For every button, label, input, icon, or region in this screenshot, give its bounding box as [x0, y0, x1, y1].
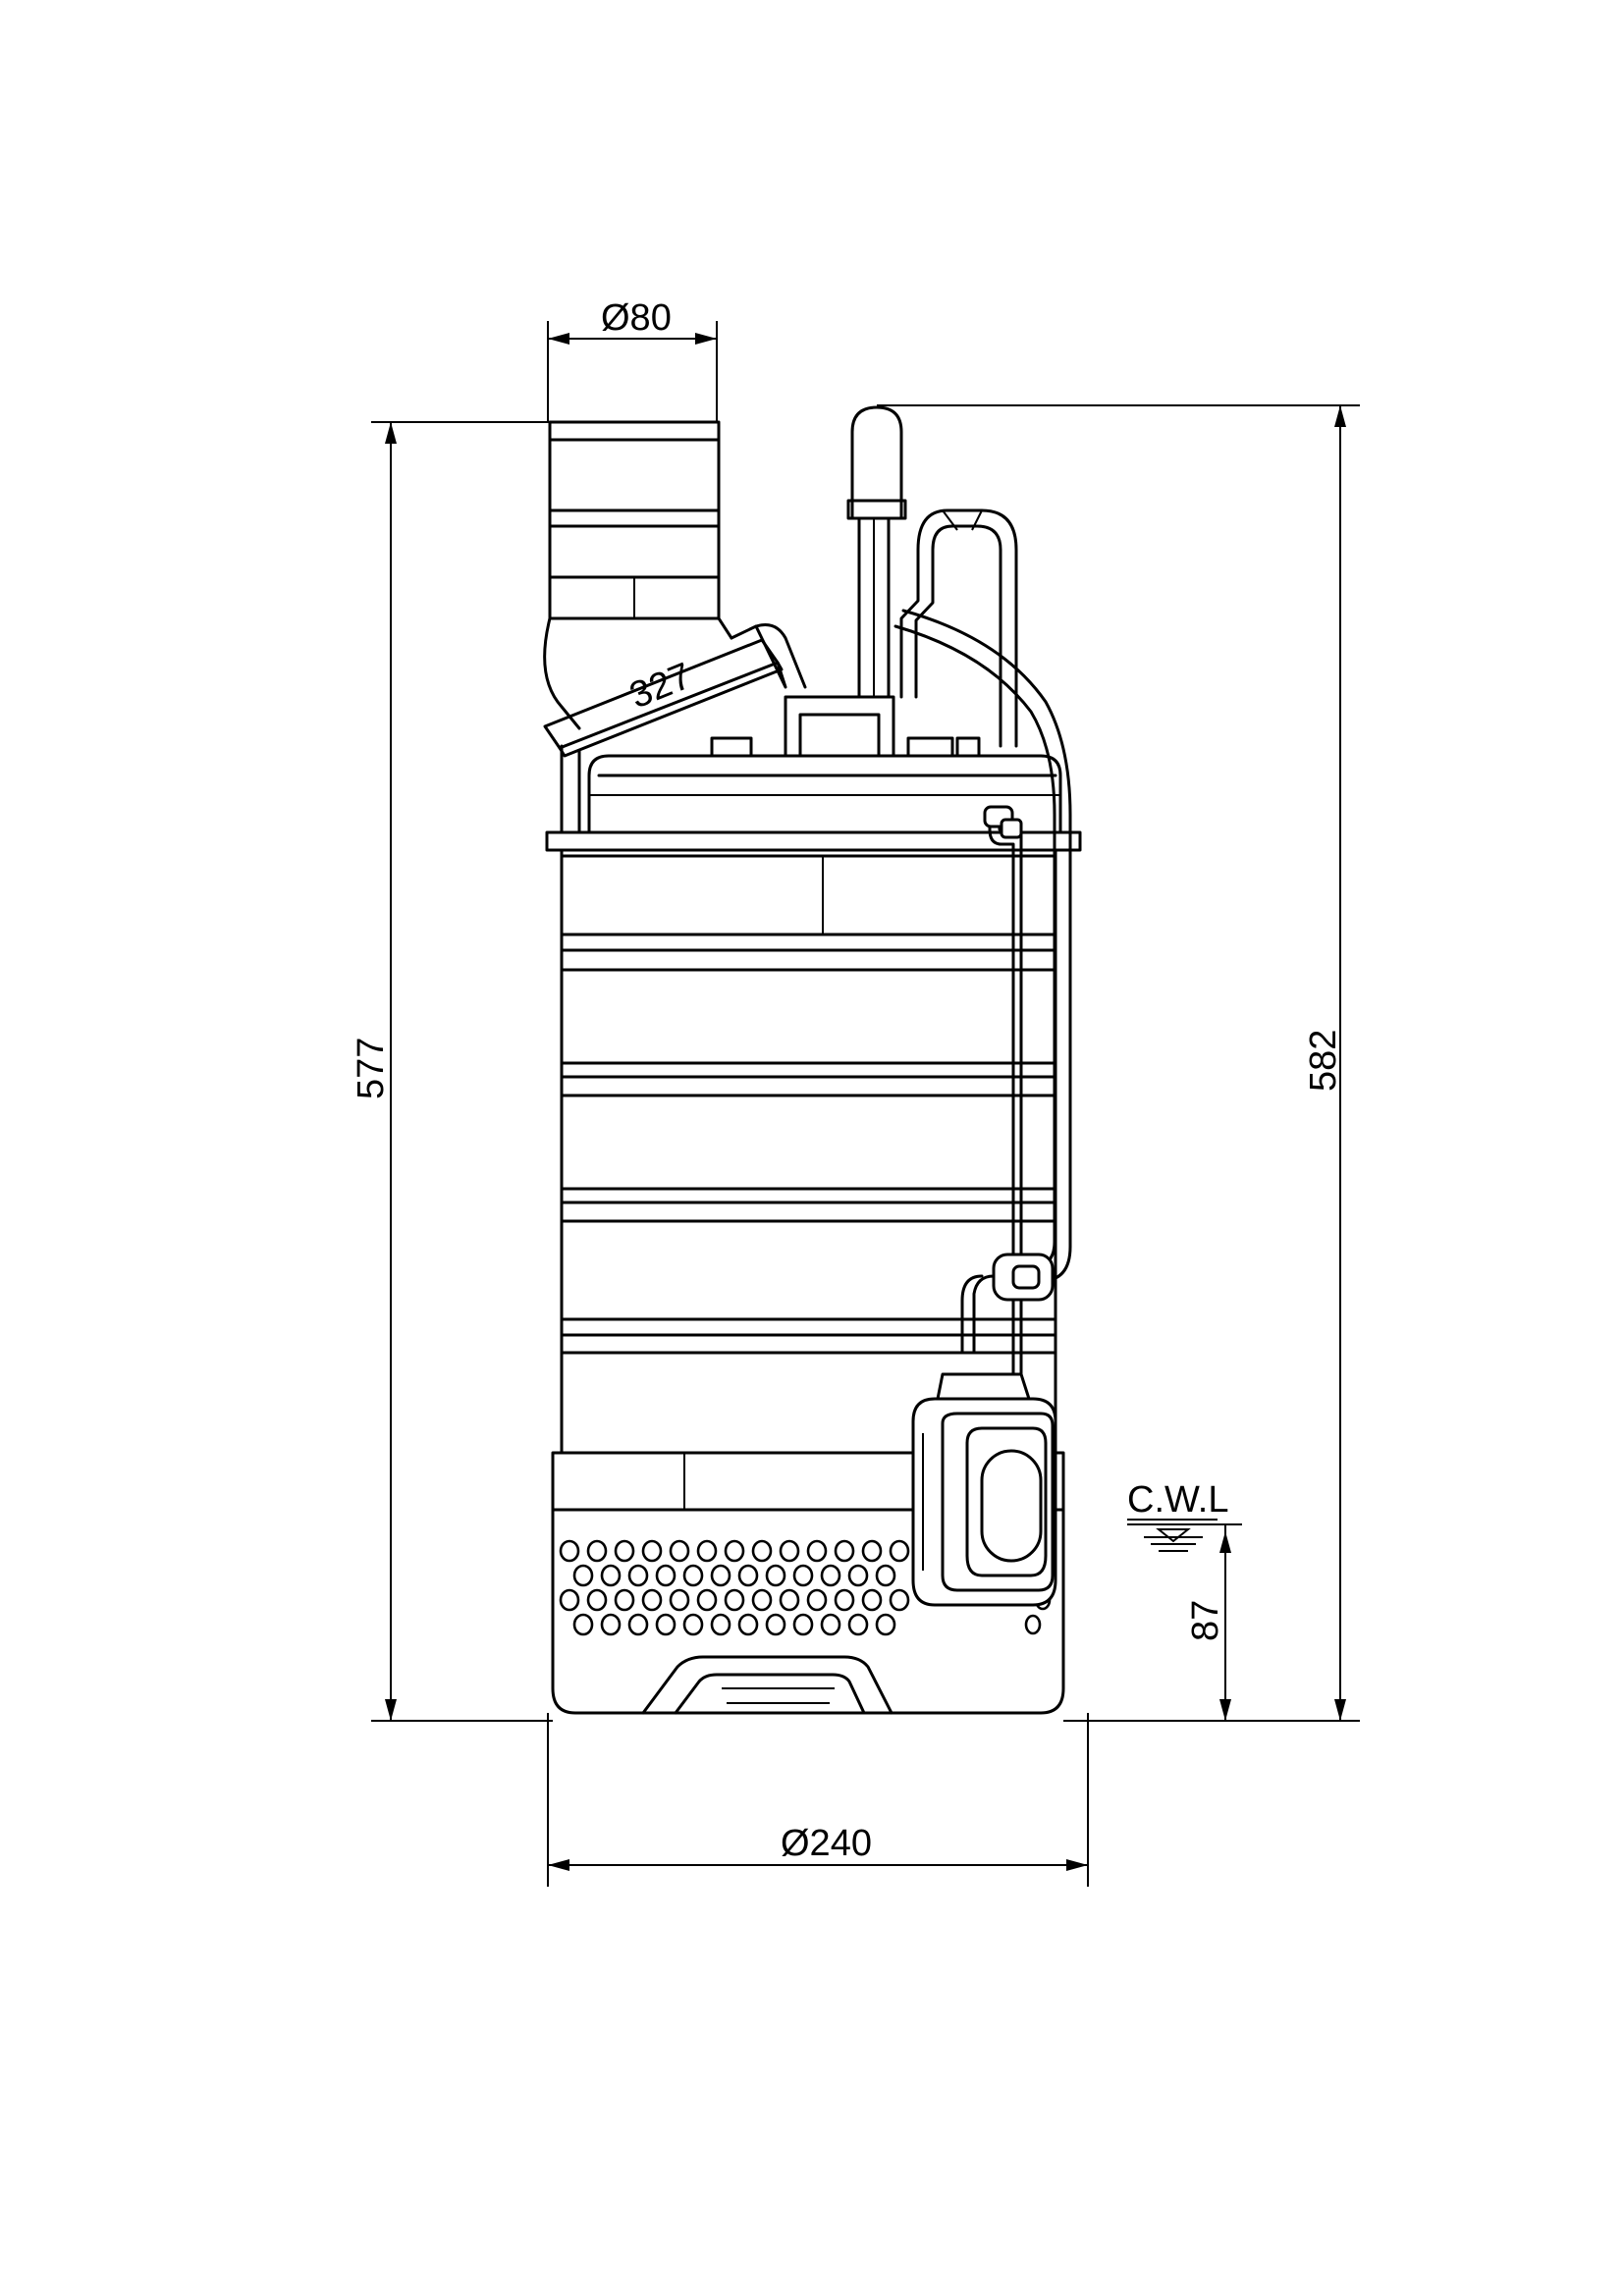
strainer-hole [875, 1564, 896, 1587]
strainer-hole [559, 1588, 580, 1612]
strainer-hole [779, 1588, 800, 1612]
strainer-hole [724, 1539, 745, 1563]
strainer-hole [655, 1613, 677, 1636]
strainer-hole [820, 1613, 841, 1636]
strainer-hole [614, 1588, 635, 1612]
strainer-hole [600, 1564, 622, 1587]
outlet-pipe: 327 [543, 420, 807, 834]
strainer-hole [861, 1539, 883, 1563]
lifting-handle [846, 405, 907, 699]
strainer-hole [889, 1539, 910, 1563]
strainer-hole [737, 1613, 759, 1636]
strainer-hole [847, 1613, 869, 1636]
strainer-hole [641, 1539, 663, 1563]
base-diameter-label: Ø240 [781, 1823, 872, 1864]
strainer-hole [572, 1564, 594, 1587]
height-577-label: 577 [351, 1038, 392, 1099]
cwl-height-label: 87 [1185, 1600, 1226, 1641]
strainer-hole [641, 1588, 663, 1612]
cable-loop [893, 508, 1072, 1283]
strainer-hole [834, 1588, 855, 1612]
strainer-hole [682, 1564, 704, 1587]
strainer-hole [586, 1588, 608, 1612]
motor-head [587, 695, 1062, 834]
strainer-hole [889, 1588, 910, 1612]
strainer-hole [600, 1613, 622, 1636]
strainer-hole [806, 1539, 828, 1563]
strainer-hole [820, 1564, 841, 1587]
strainer-hole [682, 1613, 704, 1636]
strainer-hole [751, 1588, 773, 1612]
strainer-hole [792, 1564, 814, 1587]
strainer-hole [861, 1588, 883, 1612]
dimension-lines: Ø80 577 582 C.W.L 87 Ø240 [351, 297, 1360, 1887]
strainer-hole [751, 1539, 773, 1563]
strainer-hole [806, 1588, 828, 1612]
strainer-hole [1024, 1614, 1042, 1635]
strainer-hole [834, 1539, 855, 1563]
strainer-hole [792, 1613, 814, 1636]
strainer-hole [655, 1564, 677, 1587]
strainer-hole [765, 1613, 786, 1636]
strainer-hole [696, 1588, 718, 1612]
strainer-hole [710, 1613, 731, 1636]
pump-body: 327 [543, 405, 1082, 1715]
motor-housing [545, 830, 1082, 1455]
strainer-hole [737, 1564, 759, 1587]
strainer-hole [669, 1588, 690, 1612]
float-switch [911, 805, 1057, 1607]
strainer-hole [765, 1564, 786, 1587]
strainer-hole [559, 1539, 580, 1563]
outlet-diameter-label: Ø80 [601, 297, 672, 339]
strainer-hole [696, 1539, 718, 1563]
strainer-hole [586, 1539, 608, 1563]
cwl-label: C.W.L [1127, 1479, 1228, 1521]
strainer-hole [614, 1539, 635, 1563]
height-582-label: 582 [1303, 1030, 1344, 1092]
strainer-hole [724, 1588, 745, 1612]
strainer-hole [627, 1564, 649, 1587]
strainer-hole [710, 1564, 731, 1587]
strainer-hole [627, 1613, 649, 1636]
strainer-hole [779, 1539, 800, 1563]
strainer-hole [669, 1539, 690, 1563]
strainer-hole [847, 1564, 869, 1587]
strainer-hole [875, 1613, 896, 1636]
strainer-hole [572, 1613, 594, 1636]
